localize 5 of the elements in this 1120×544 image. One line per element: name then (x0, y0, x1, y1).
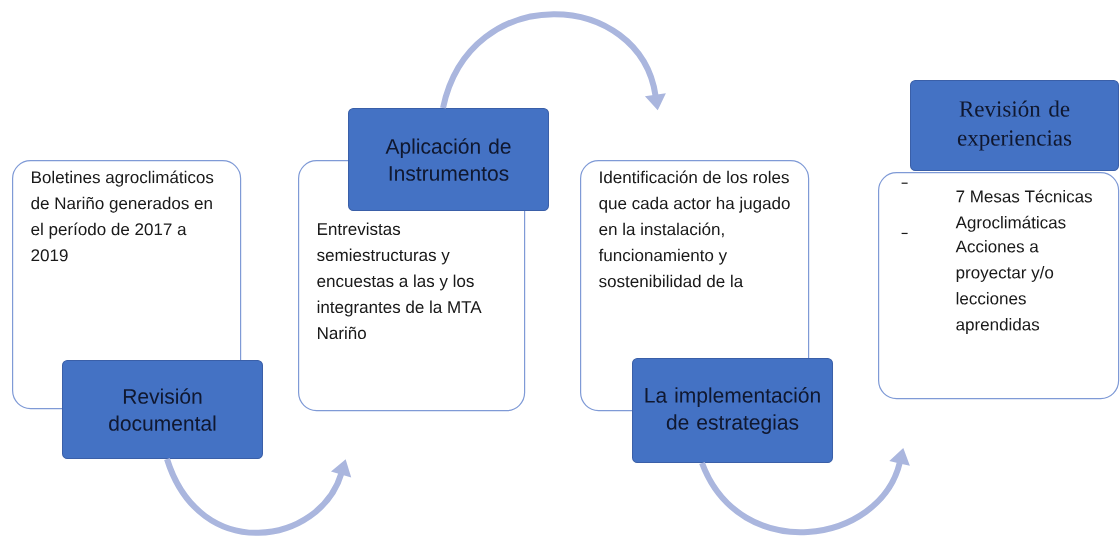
header-box: Revisión documental (62, 360, 263, 459)
header-box: La implementación de estrategias (632, 358, 833, 463)
text-box: 7 Mesas Técnicas Agroclimáticas Acciones a proyectar y/o lecciones aprendidas (878, 172, 1120, 400)
header-box: Revisión de experiencias (910, 80, 1119, 171)
header-box: Aplicación de Instrumentos (348, 108, 549, 211)
